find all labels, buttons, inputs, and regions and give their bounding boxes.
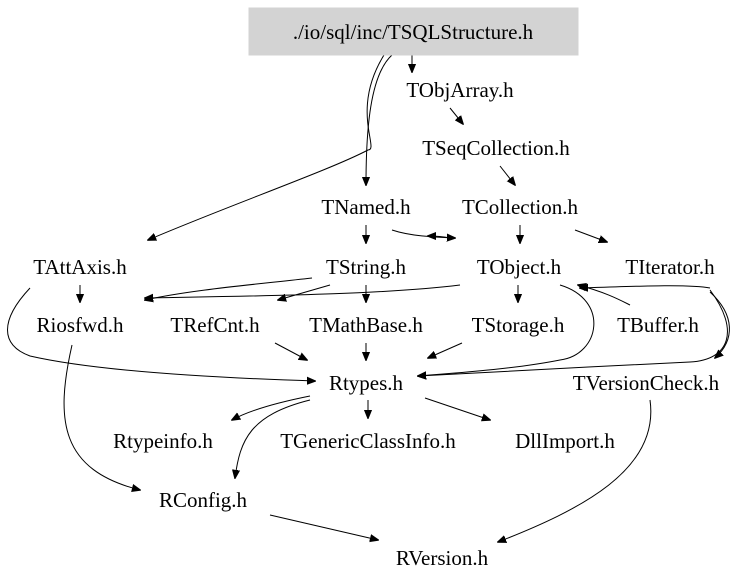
node-rtypes[interactable]: Rtypes.h: [329, 371, 404, 395]
edge-tcollection-titerator: [574, 229, 607, 242]
node-riosfwd[interactable]: Riosfwd.h: [37, 313, 124, 337]
node-titerator[interactable]: TIterator.h: [625, 255, 715, 279]
edge-tobject-riosfwd: [145, 284, 461, 298]
node-tnamed[interactable]: TNamed.h: [321, 195, 411, 219]
edge-tstring-riosfwd: [145, 277, 313, 300]
edge-tobject-rtypes: [418, 284, 595, 376]
edge-tseqcollection-tcollection: [499, 165, 515, 185]
node-rtypeinfo[interactable]: Rtypeinfo.h: [113, 429, 213, 453]
node-tobjarray[interactable]: TObjArray.h: [406, 78, 514, 102]
node-tstorage[interactable]: TStorage.h: [472, 313, 565, 337]
node-dllimport[interactable]: DllImport.h: [515, 429, 615, 453]
node-trefcnt[interactable]: TRefCnt.h: [170, 313, 260, 337]
node-tcollection[interactable]: TCollection.h: [462, 195, 579, 219]
node-tstring[interactable]: TString.h: [326, 255, 406, 279]
node-tobject[interactable]: TObject.h: [477, 255, 562, 279]
edge-tobjarray-tseqcollection: [449, 107, 463, 124]
edge-tstring-trefcnt: [278, 284, 331, 300]
edge-rtypes-dllimport: [424, 397, 490, 420]
edge-tversioncheck-rversion: [498, 399, 652, 542]
edge-tcollection-tobject: [428, 236, 451, 238]
root-node-box: [248, 7, 579, 56]
node-rversion[interactable]: RVersion.h: [396, 546, 489, 570]
node-tmathbase[interactable]: TMathBase.h: [309, 313, 423, 337]
edge-titerator-tobject: [580, 286, 711, 288]
edges: [7, 54, 730, 542]
edge-tattaxis-rtypes: [7, 287, 316, 381]
edge-root-tattaxis: [148, 54, 385, 240]
node-tattaxis[interactable]: TAttAxis.h: [33, 255, 127, 279]
edge-tbuffer-rtypes: [418, 289, 728, 376]
edge-rtypes-rtypeinfo: [232, 395, 311, 420]
node-tbuffer[interactable]: TBuffer.h: [617, 313, 699, 337]
nodes: ./io/sql/inc/TSQLStructure.h TObjArray.h…: [33, 20, 719, 570]
node-rconfig[interactable]: RConfig.h: [159, 488, 248, 512]
edge-root-tnamed: [366, 54, 393, 185]
edge-trefcnt-rtypes: [274, 342, 307, 360]
edge-riosfwd-rconfig: [63, 344, 140, 490]
edge-titerator-tversioncheck: [709, 291, 730, 358]
node-tseqcollection[interactable]: TSeqCollection.h: [422, 136, 570, 160]
edge-tstorage-rtypes: [428, 342, 463, 358]
edge-rtypes-rconfig: [235, 399, 311, 478]
node-tversioncheck[interactable]: TVersionCheck.h: [573, 371, 720, 395]
node-tgenericclassinfo[interactable]: TGenericClassInfo.h: [280, 429, 456, 453]
edge-rconfig-rversion: [269, 514, 378, 540]
node-root[interactable]: ./io/sql/inc/TSQLStructure.h: [293, 20, 534, 44]
